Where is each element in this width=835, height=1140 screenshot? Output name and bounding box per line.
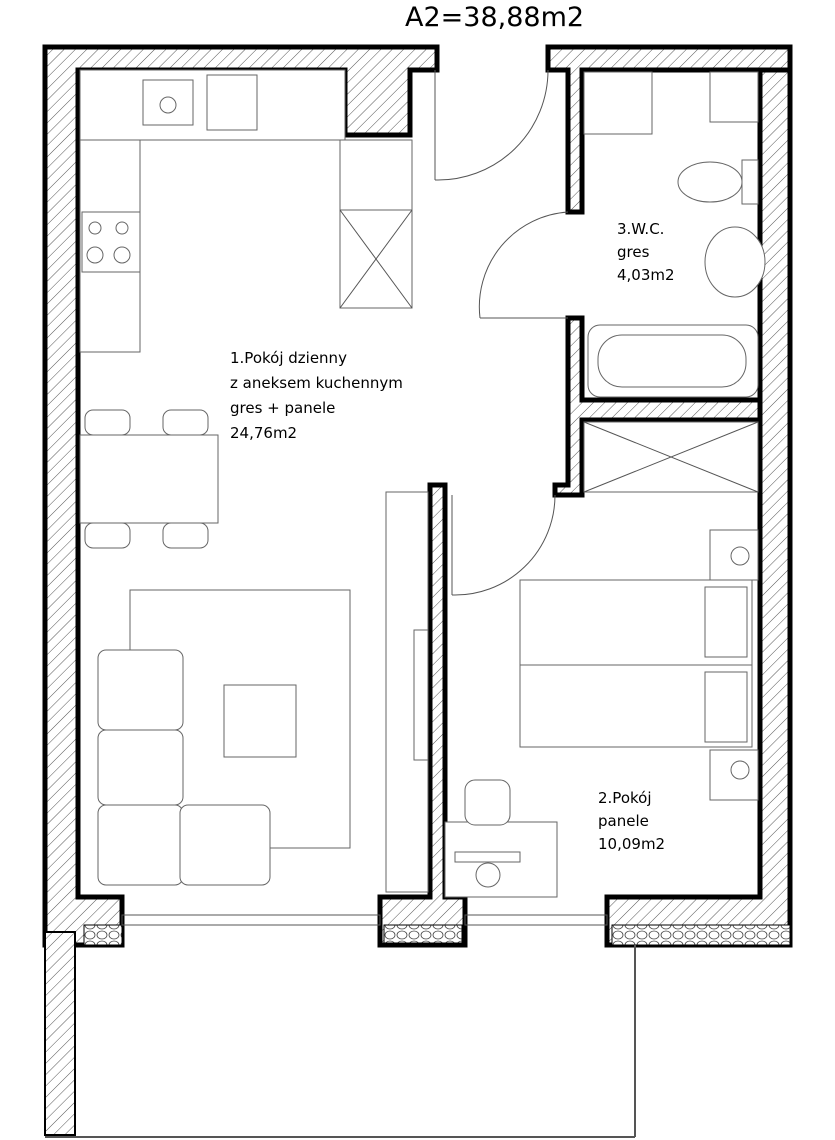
living-furniture (79, 409, 429, 893)
sofa (179, 804, 271, 886)
svg-text:panele: panele (598, 812, 649, 830)
wall-partition (377, 482, 468, 948)
dining-table (79, 434, 219, 524)
wall-right (604, 67, 793, 948)
wall-wc-lower (552, 315, 763, 498)
svg-text:gres + panele: gres + panele (230, 399, 335, 417)
stove-icon (81, 211, 141, 273)
svg-text:2.Pokój: 2.Pokój (598, 789, 652, 807)
apartment-area-title: A2=38,88m2 (405, 2, 584, 33)
room-label-bedroom: 2.Pokój panele 10,09m2 (598, 789, 665, 853)
room-label-wc: 3.W.C. gres 4,03m2 (617, 220, 675, 284)
svg-text:24,76m2: 24,76m2 (230, 424, 297, 442)
tv (413, 629, 429, 761)
svg-text:3.W.C.: 3.W.C. (617, 220, 664, 238)
desk-chair (464, 779, 511, 826)
doors (434, 69, 569, 596)
svg-text:10,09m2: 10,09m2 (598, 835, 665, 853)
washbasin-icon (704, 226, 766, 298)
bathroom-fixtures (583, 71, 766, 398)
bedroom-furniture (444, 421, 759, 898)
svg-text:4,03m2: 4,03m2 (617, 266, 675, 284)
walls (42, 44, 793, 948)
room-label-living: 1.Pokój dzienny z aneksem kuchennym gres… (230, 349, 403, 442)
coffee-table (223, 684, 297, 758)
svg-text:1.Pokój dzienny: 1.Pokój dzienny (230, 349, 347, 367)
svg-text:gres: gres (617, 243, 650, 261)
balcony (44, 914, 636, 1138)
wall-wc-upper (545, 44, 793, 215)
kitchen-furniture (79, 69, 413, 353)
toilet-icon (677, 161, 743, 203)
svg-text:z aneksem kuchennym: z aneksem kuchennym (230, 374, 403, 392)
